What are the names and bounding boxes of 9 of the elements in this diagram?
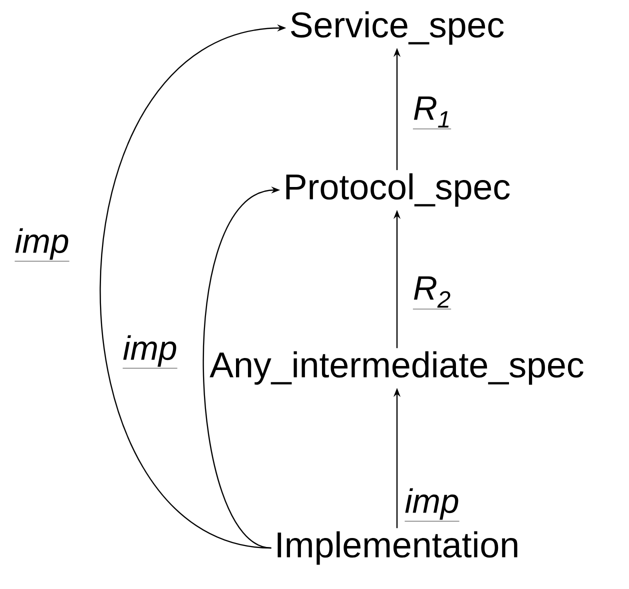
edge-label: imp <box>120 333 180 371</box>
edge-label: imp <box>402 486 462 524</box>
edge-label: R$_{2}$ <box>410 274 454 312</box>
edge-label: imp <box>12 226 72 264</box>
spec-label: Any_intermediate_spec <box>210 351 584 385</box>
edge-label: R$_{1}$ <box>410 94 454 132</box>
spec-label: Protocol_spec <box>286 173 510 207</box>
spec-label: Service_spec <box>290 11 504 45</box>
spec-label: Implementation <box>278 531 518 565</box>
